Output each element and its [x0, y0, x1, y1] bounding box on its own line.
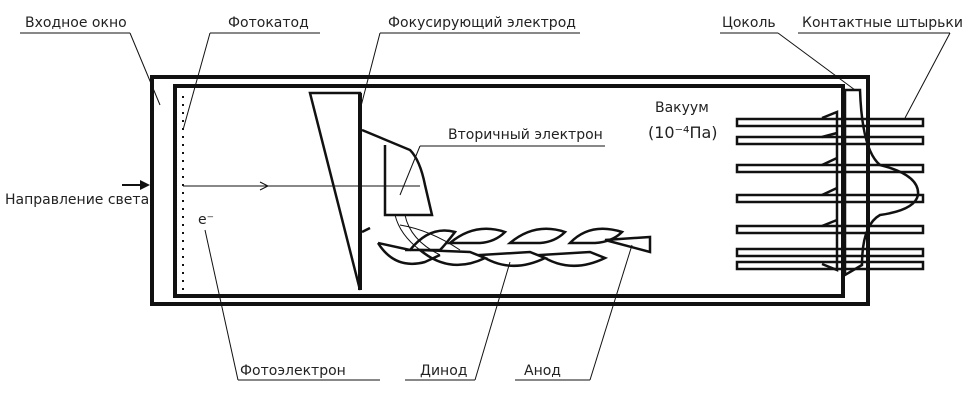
glass-tube	[150, 75, 870, 306]
dynode-chain	[376, 214, 625, 268]
label-focusing-electrode: Фокусирующий электрод	[388, 15, 576, 31]
contact-pins	[735, 110, 925, 272]
light-direction-arrow	[122, 180, 150, 190]
label-vacuum-pressure: (10⁻⁴Па)	[648, 123, 718, 142]
focusing-electrode	[308, 91, 434, 291]
label-anode: Анод	[524, 363, 561, 379]
light-path	[183, 181, 420, 191]
label-secondary-electron: Вторичный электрон	[448, 127, 603, 143]
anode-plate	[604, 235, 652, 254]
base-socket	[843, 88, 920, 278]
leader-lines	[20, 32, 951, 381]
label-input-window: Входное окно	[25, 15, 127, 31]
label-base: Цоколь	[722, 15, 776, 31]
label-light-direction: Направление света	[5, 192, 149, 208]
label-photocathode: Фотокатод	[228, 15, 309, 31]
label-vacuum: Вакуум	[655, 100, 709, 116]
label-electron-symbol: e⁻	[198, 212, 214, 228]
label-dynode: Динод	[420, 363, 467, 379]
label-photoelectron: Фотоэлектрон	[240, 363, 346, 379]
label-contact-pins: Контактные штырьки	[802, 15, 963, 31]
